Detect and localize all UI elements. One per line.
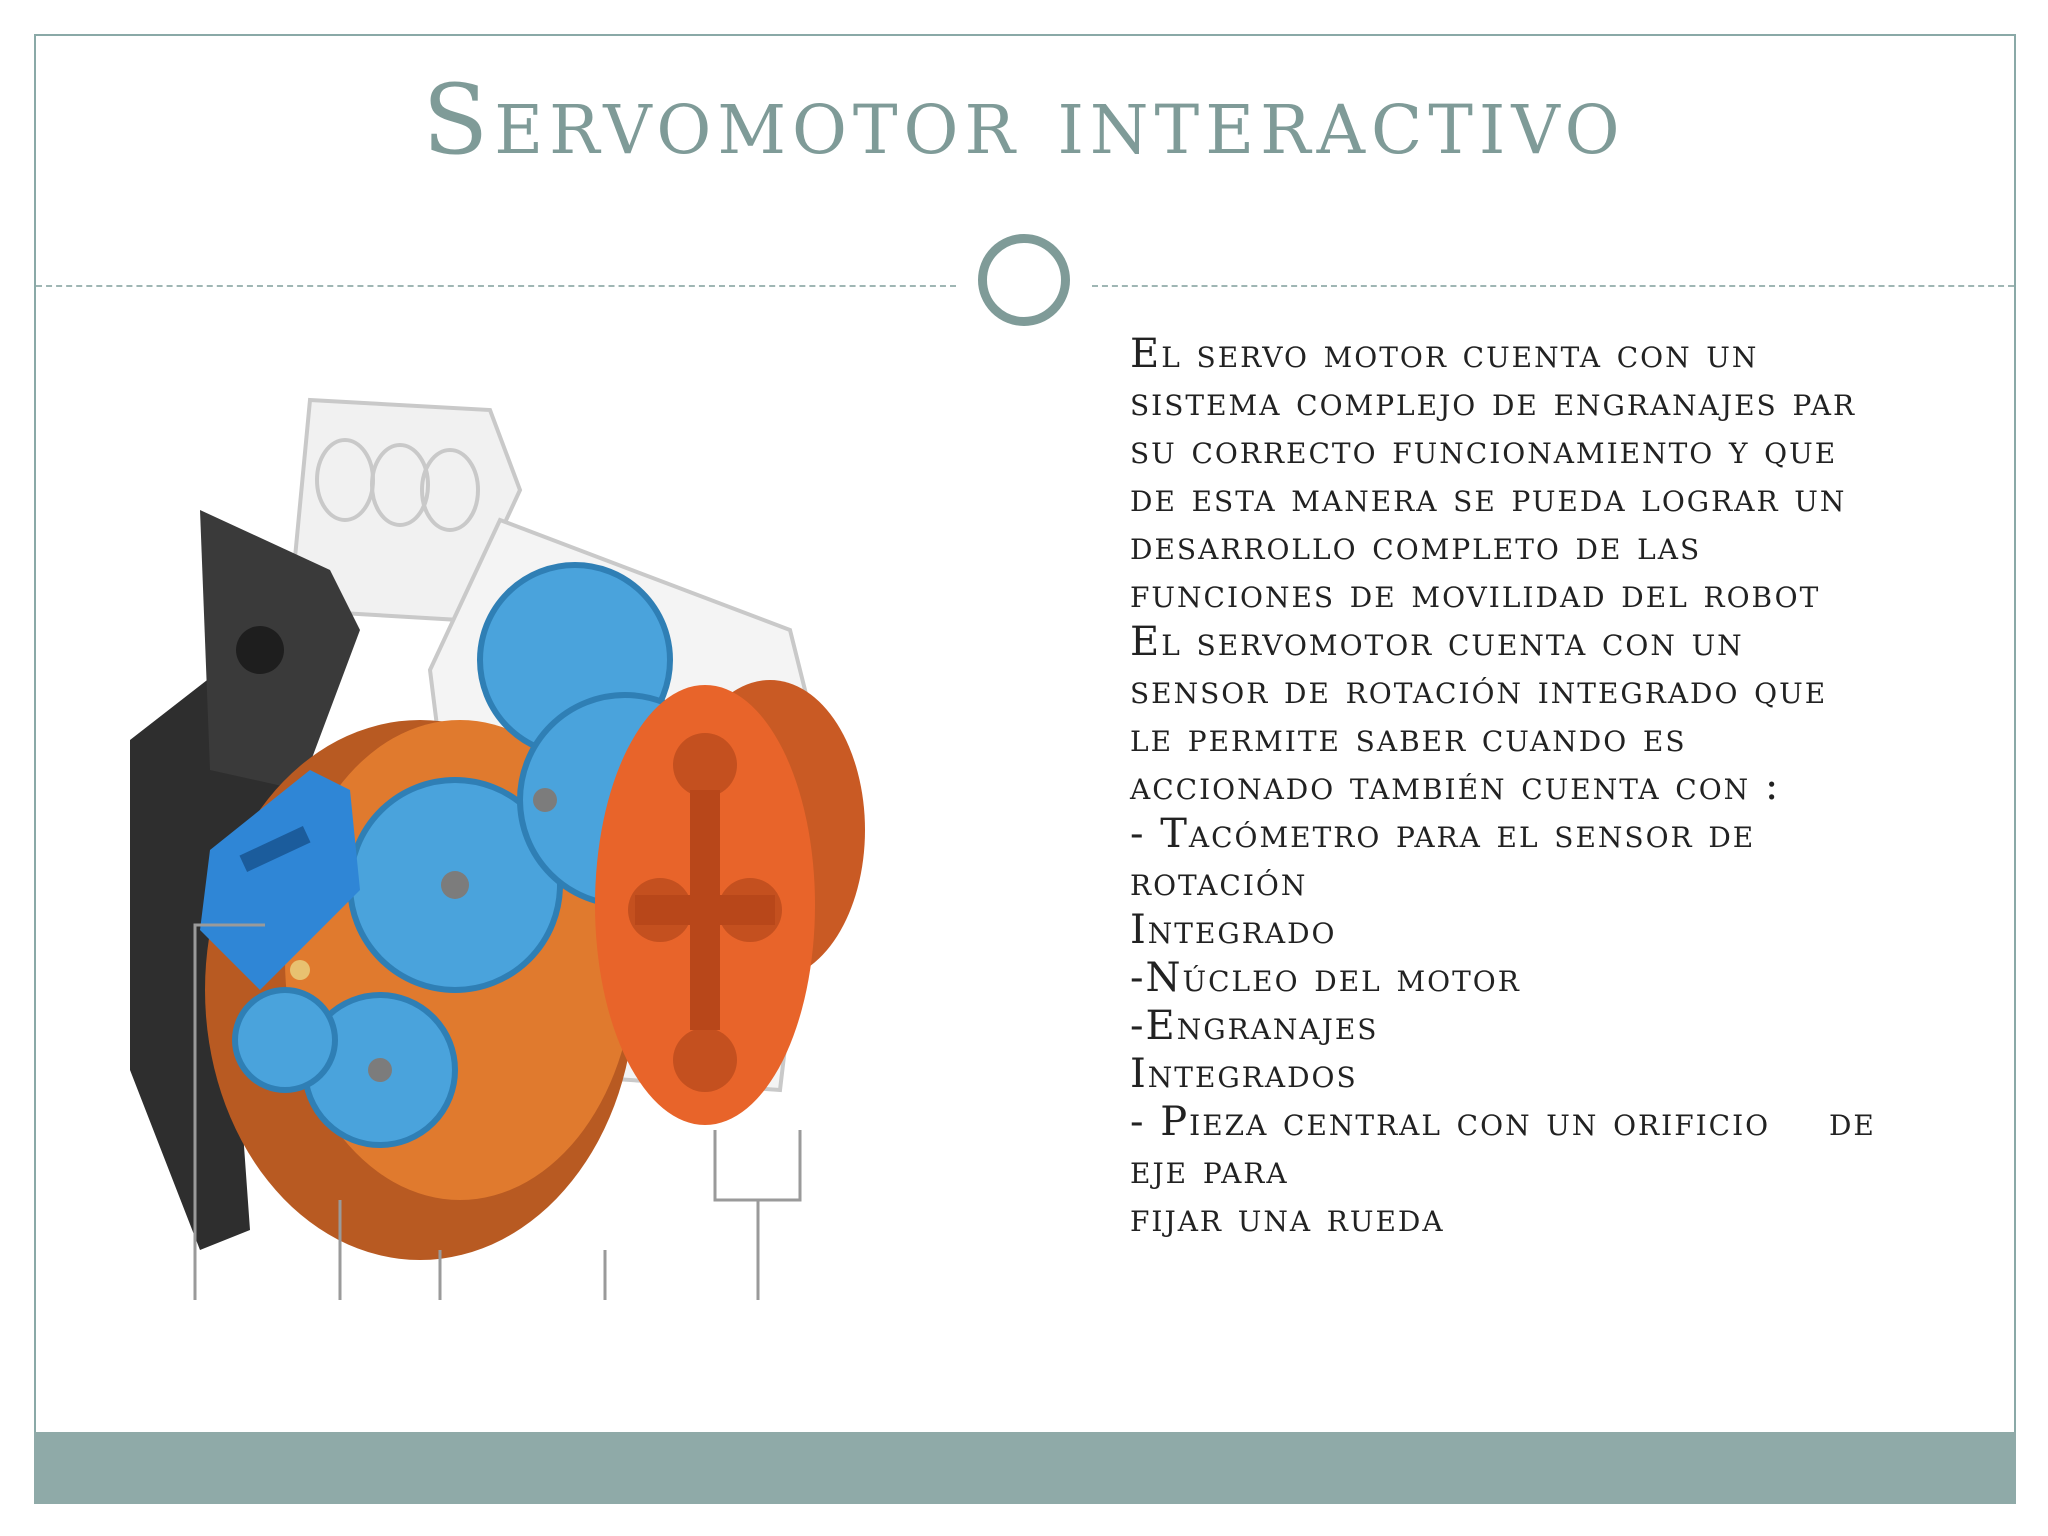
text-line: desarrollo completo de las [1130,523,1702,569]
circle-ornament-icon [978,234,1070,326]
text-line: El servomotor cuenta con un [1130,619,1744,665]
rotation-sensor [200,770,360,990]
text-line: Integrados [1130,1051,1358,1097]
motor-core [130,510,360,1250]
divider-left [36,285,956,287]
text-line: sensor de rotación integrado que [1130,667,1828,713]
text-line: -Núcleo del motor [1130,955,1521,1001]
output-hub [595,680,865,1125]
text-line: accionado también cuenta con : [1130,763,1781,809]
text-line: eje para [1130,1147,1289,1193]
text-line: le permite saber cuando es [1130,715,1687,761]
text-line: -Engranajes [1130,1003,1379,1049]
text-line: sistema complejo de engranajes par [1130,379,1857,425]
divider-right [1092,285,2014,287]
text-line: rotación [1130,859,1308,905]
footer-band [34,1432,2016,1504]
text-line: - Tacómetro para el sensor de [1130,811,1756,857]
text-line: El servo motor cuenta con un [1130,331,1759,377]
text-line: de esta manera se pueda lograr un [1130,475,1847,521]
text-line: su correcto funcionamiento y que [1130,427,1838,473]
slide-title: Servomotor interactivo [422,64,1626,176]
text-line: Integrado [1130,907,1337,953]
description-list: El servo motor cuenta con un sistema com… [1130,330,1990,1242]
callout-lines [193,923,802,1300]
text-line: funciones de movilidad del robot [1130,571,1821,617]
servo-motor-illustration [130,397,865,1300]
text-line: fijar una rueda [1130,1195,1445,1241]
text-line: - Pieza central con un orificio de [1130,1099,1876,1145]
